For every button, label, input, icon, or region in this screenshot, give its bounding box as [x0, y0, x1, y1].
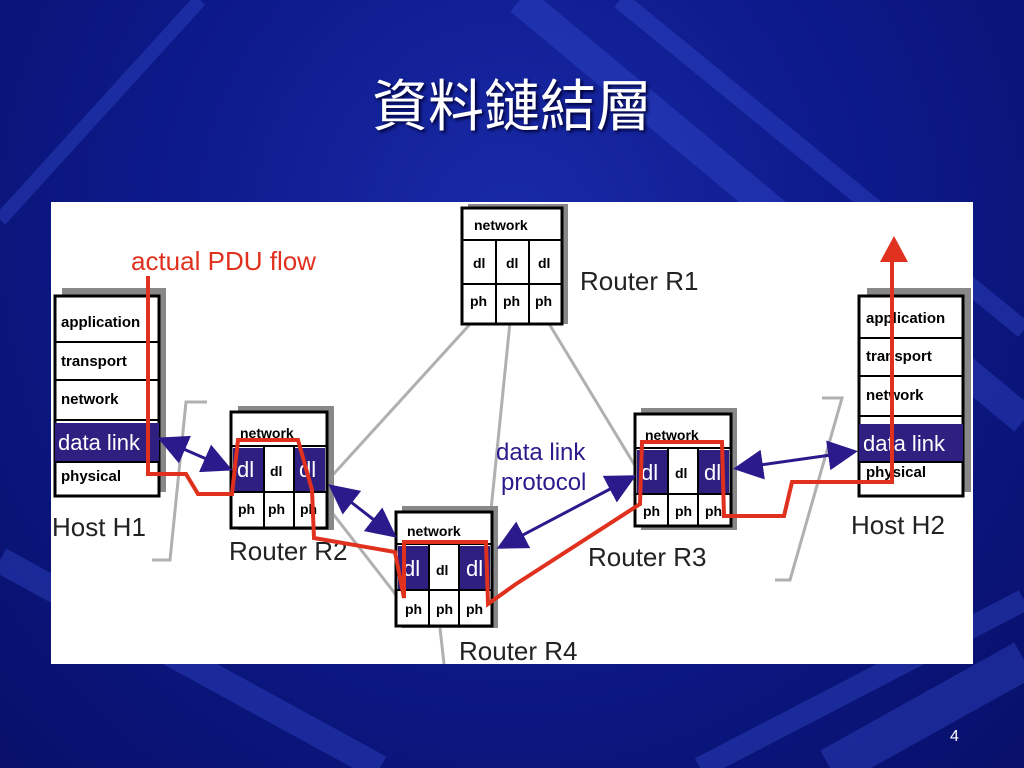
r4-dl-label: dl — [436, 562, 448, 578]
h2-application-label: application — [866, 310, 945, 327]
r4-dl-label: dl — [403, 556, 420, 581]
page-number: 4 — [950, 728, 959, 745]
protocol-arrows — [157, 435, 858, 549]
router-r1: network dl dl dl ph ph ph — [460, 204, 568, 326]
r3-ph-label: ph — [675, 503, 692, 519]
host-h2-label: Host H2 — [851, 510, 945, 540]
data-link-protocol-label: data link — [496, 439, 586, 466]
h2-data-link-label: data link — [863, 431, 946, 456]
router-r4-label: Router R4 — [459, 636, 578, 664]
slide-title: 資料鏈結層 — [372, 75, 652, 140]
h1-network-label: network — [61, 391, 119, 408]
r1-dl-label: dl — [538, 255, 550, 271]
r2-ph-label: ph — [268, 501, 285, 517]
actual-pdu-flow-label: actual PDU flow — [131, 246, 316, 276]
r2-network-label: network — [240, 425, 294, 441]
router-r1-label: Router R1 — [580, 266, 699, 296]
h2-transport-label: transport — [866, 348, 932, 365]
h1-physical-label: physical — [61, 468, 121, 485]
r3-dl-label: dl — [641, 460, 658, 485]
h1-data-link-label: data link — [58, 430, 141, 455]
h1-application-label: application — [61, 314, 140, 331]
h1-transport-label: transport — [61, 353, 127, 370]
r1-ph-label: ph — [503, 293, 520, 309]
r2-ph-label: ph — [238, 501, 255, 517]
r4-ph-label: ph — [405, 601, 422, 617]
diagram-panel: network dl dl dl ph ph ph Router R1 appl… — [51, 202, 973, 666]
r1-ph-label: ph — [535, 293, 552, 309]
pdu-flow-path — [146, 250, 894, 608]
r2-dl-label: dl — [270, 463, 282, 479]
r3-dl-label: dl — [704, 460, 721, 485]
router-r4: network dl dl dl ph ph ph — [394, 506, 498, 628]
r4-network-label: network — [407, 523, 461, 539]
pdu-flow-arrowhead — [880, 236, 908, 262]
h2-network-label: network — [866, 387, 924, 404]
r1-dl-label: dl — [473, 255, 485, 271]
r1-network-label: network — [474, 217, 528, 233]
host-h1-label: Host H1 — [52, 512, 146, 542]
r1-dl-label: dl — [506, 255, 518, 271]
r3-ph-label: ph — [705, 503, 722, 519]
host-h2: application transport network data link … — [857, 288, 971, 498]
router-r2: network dl dl dl ph ph ph — [229, 406, 334, 530]
r4-ph-label: ph — [466, 601, 483, 617]
h2-physical-label: physical — [866, 464, 926, 481]
r4-dl-label: dl — [466, 556, 483, 581]
data-link-protocol-label: protocol — [501, 469, 586, 496]
r2-dl-label: dl — [237, 457, 254, 482]
r3-network-label: network — [645, 427, 699, 443]
data-link-diagram: network dl dl dl ph ph ph Router R1 appl… — [52, 204, 971, 666]
r4-ph-label: ph — [436, 601, 453, 617]
r3-dl-label: dl — [675, 465, 687, 481]
r1-ph-label: ph — [470, 293, 487, 309]
r3-ph-label: ph — [643, 503, 660, 519]
router-r3-label: Router R3 — [588, 542, 707, 572]
